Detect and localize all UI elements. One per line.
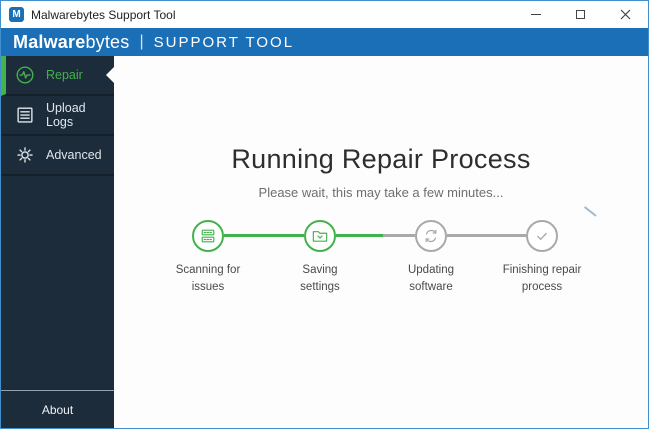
scan-results-icon xyxy=(201,229,215,243)
stepper-connector xyxy=(447,234,526,237)
sidebar-item-label: Advanced xyxy=(46,148,102,162)
step-updating-software: Updating software xyxy=(375,220,487,295)
minimize-button[interactable] xyxy=(513,1,558,28)
sidebar-item-repair[interactable]: Repair xyxy=(1,56,114,96)
sidebar-item-advanced[interactable]: Advanced xyxy=(1,136,114,176)
page-subtitle: Please wait, this may take a few minutes… xyxy=(258,185,504,200)
title-bar: M Malwarebytes Support Tool xyxy=(1,1,648,28)
stepper-connector xyxy=(224,234,304,237)
step-label: Scanning for issues xyxy=(175,264,241,293)
sidebar: Repair Upload Logs Advanced About xyxy=(1,56,114,428)
about-label: About xyxy=(41,402,74,417)
progress-stepper: Scanning for issues Saving settings xyxy=(114,220,648,312)
step-label: Saving settings xyxy=(300,264,340,293)
step-circle xyxy=(526,220,558,252)
brand-separator: | xyxy=(139,33,144,50)
sidebar-item-label: Repair xyxy=(46,68,83,82)
sidebar-spacer xyxy=(1,176,114,390)
main-content: Running Repair Process Please wait, this… xyxy=(114,56,648,428)
maximize-icon xyxy=(576,10,585,19)
gear-icon xyxy=(17,147,33,163)
step-saving-settings: Saving settings xyxy=(264,220,376,295)
logs-icon xyxy=(17,107,33,123)
brand-bold-text: Malware xyxy=(13,31,86,52)
window-title: Malwarebytes Support Tool xyxy=(31,7,176,22)
stepper-connector xyxy=(336,234,415,237)
sidebar-item-label: Upload Logs xyxy=(46,101,86,129)
minimize-icon xyxy=(530,14,541,15)
step-circle xyxy=(192,220,224,252)
sync-icon xyxy=(425,229,437,243)
mouse-cursor xyxy=(583,206,597,217)
step-circle xyxy=(415,220,447,252)
window-controls xyxy=(513,1,648,28)
malwarebytes-logo-icon: M xyxy=(9,7,24,22)
sidebar-item-upload-logs[interactable]: Upload Logs xyxy=(1,96,114,136)
step-circle xyxy=(304,220,336,252)
step-finishing-repair: Finishing repair process xyxy=(486,220,598,295)
close-icon xyxy=(620,9,631,20)
step-label: Updating software xyxy=(407,264,455,293)
brand-header: Malwarebytes | SUPPORT TOOL xyxy=(1,28,648,56)
pulse-circle-icon xyxy=(16,66,34,84)
brand-light-text: bytes xyxy=(85,31,130,52)
close-button[interactable] xyxy=(603,1,648,28)
app-name-label: SUPPORT TOOL xyxy=(153,33,295,51)
page-title: Running Repair Process xyxy=(231,144,531,174)
check-icon xyxy=(537,232,547,240)
save-settings-icon xyxy=(312,231,328,242)
sidebar-about-button[interactable]: About xyxy=(1,390,114,428)
step-scanning-for-issues: Scanning for issues xyxy=(152,220,264,295)
brand-logo: Malwarebytes xyxy=(13,32,129,53)
maximize-button[interactable] xyxy=(558,1,603,28)
step-label: Finishing repair process xyxy=(502,264,582,293)
